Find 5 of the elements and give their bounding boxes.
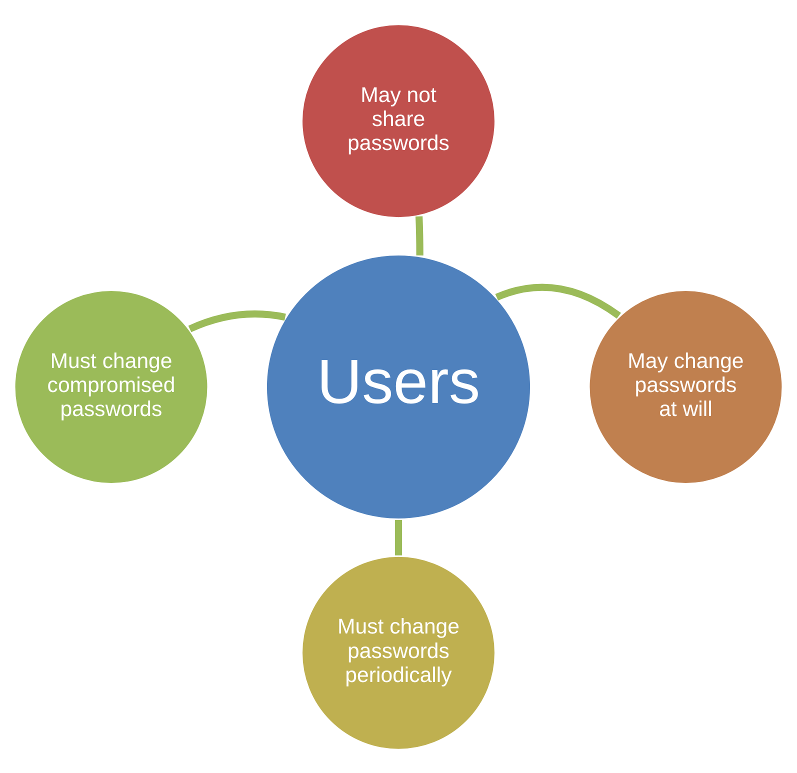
node-circle: Must change passwords periodically bbox=[300, 554, 498, 752]
connector bbox=[495, 283, 621, 318]
connector bbox=[415, 216, 424, 255]
connector bbox=[188, 310, 286, 332]
connector bbox=[394, 519, 402, 555]
